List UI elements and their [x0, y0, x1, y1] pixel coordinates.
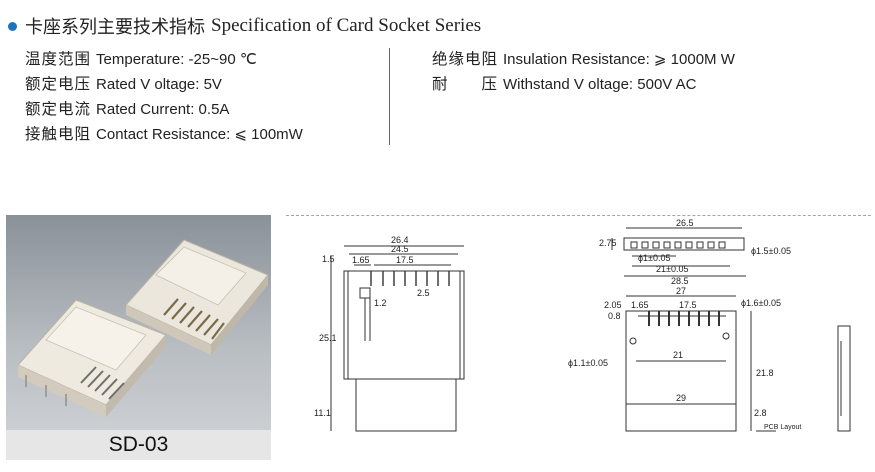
dim-label: 11.1	[314, 408, 331, 418]
dim-label: 29	[676, 393, 686, 403]
dim-label: 28.5	[671, 276, 689, 286]
spec-value: Withstand V oltage: 500V AC	[503, 76, 697, 93]
dimension-drawings: 26.4 24.5 1.65 17.5 2.5 1.5 1.2 25.1 11.…	[314, 218, 851, 432]
spec-value: Insulation Resistance: ⩾ 1000M W	[503, 51, 735, 68]
dim-label: 0.8	[608, 311, 621, 321]
product-photo	[6, 215, 271, 460]
dim-label: 24.5	[391, 244, 409, 254]
dim-label: 17.5	[396, 255, 414, 265]
dim-label: 26.5	[676, 218, 694, 228]
spec-value: Rated Current: 0.5A	[96, 101, 230, 118]
spec-value: Contact Resistance: ⩽ 100mW	[96, 126, 303, 143]
product-model-label: SD-03	[6, 430, 271, 460]
dim-label: 1.65	[631, 300, 649, 310]
spec-label-cn: 额定电压	[25, 75, 92, 93]
pcb-layout-caption: PCB Layout	[764, 424, 801, 431]
spec-label-cn: 接触电阻	[25, 125, 92, 143]
dim-label: 26.4	[391, 235, 409, 245]
dim-label: 1.5	[322, 254, 335, 264]
dim-label: ϕ1.5±0.05	[751, 246, 791, 256]
spec-label-cn: 额定电流	[25, 100, 92, 118]
dim-label: 21±0.05	[656, 264, 688, 274]
dim-label: 2.75	[599, 238, 617, 248]
front-view-card	[355, 378, 457, 432]
dim-label: 2.5	[417, 288, 430, 298]
title-chinese: 卡座系列主要技术指标	[25, 17, 205, 38]
dim-label: 2.05	[604, 300, 622, 310]
dim-label: 1.2	[374, 298, 387, 308]
spec-label-cn: 耐 压	[432, 75, 499, 93]
dim-label: ϕ1.6±0.05	[741, 298, 781, 308]
dim-label: 21.8	[756, 368, 774, 378]
dim-label: 25.1	[319, 333, 337, 343]
title-english: Specification of Card Socket Series	[211, 15, 482, 36]
dim-label: ϕ1.1±0.05	[568, 358, 608, 368]
side-view-body	[837, 325, 851, 432]
spec-value: Rated V oltage: 5V	[96, 76, 222, 93]
dim-label: 17.5	[679, 300, 697, 310]
socket-photo-illustration	[17, 239, 269, 417]
spec-value: Temperature: -25~90 ℃	[96, 51, 257, 68]
technical-drawing-panel: 26.4 24.5 1.65 17.5 2.5 1.5 1.2 25.1 11.…	[286, 215, 871, 461]
column-divider	[389, 48, 390, 145]
section-title: 卡座系列主要技术指标 Specification of Card Socket …	[8, 14, 481, 38]
pcb-layout-outline	[625, 310, 737, 432]
front-view-body	[343, 270, 465, 380]
dim-label: 27	[676, 286, 686, 296]
bullet-icon	[8, 21, 17, 31]
spec-label-cn: 温度范围	[25, 50, 92, 68]
top-view-body	[623, 237, 745, 251]
dim-label: 21	[673, 350, 683, 360]
spec-label-cn: 绝缘电阻	[432, 50, 499, 68]
dimension-labels: 26.4 24.5 1.65 17.5 2.5 1.5 1.2 25.1 11.…	[314, 218, 801, 431]
dim-label: 1.65	[352, 255, 370, 265]
dim-label: ϕ1±0.05	[638, 253, 671, 263]
dim-label: 2.8	[754, 408, 767, 418]
